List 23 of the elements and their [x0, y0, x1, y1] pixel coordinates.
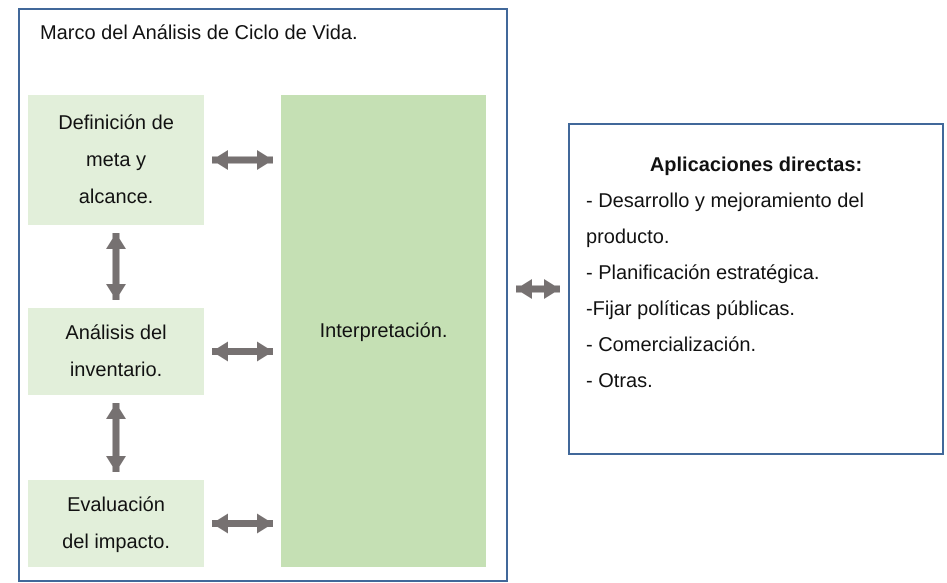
double-arrow: [212, 342, 273, 362]
process-box: [28, 308, 204, 395]
list-item: - Comercialización.: [586, 333, 758, 358]
step-label: Análisis del inventario.: [64, 320, 168, 382]
process-box: [28, 480, 204, 567]
double-arrow: [106, 233, 126, 300]
list-item: - Planificación estratégica.: [586, 261, 820, 286]
double-arrow: [212, 150, 273, 170]
panel-heading: Aplicaciones directas:: [648, 153, 864, 178]
process-box: [28, 95, 204, 225]
applications-panel: [568, 123, 944, 455]
process-box: [281, 95, 486, 567]
list-item: - Desarrollo y mejoramiento del producto.: [586, 189, 865, 250]
step-label: Evaluación del impacto.: [61, 492, 171, 554]
list-item: -Fijar políticas públicas.: [586, 297, 796, 322]
framework-panel: [18, 8, 508, 582]
double-arrow: [106, 403, 126, 472]
frame-title: Marco del Análisis de Ciclo de Vida.: [40, 22, 358, 45]
double-arrow: [212, 514, 273, 534]
list-item: - Otras.: [586, 369, 654, 394]
double-arrow: [516, 279, 560, 299]
step-label: Interpretación.: [320, 319, 448, 343]
step-label: Definición de meta y alcance.: [57, 110, 175, 210]
